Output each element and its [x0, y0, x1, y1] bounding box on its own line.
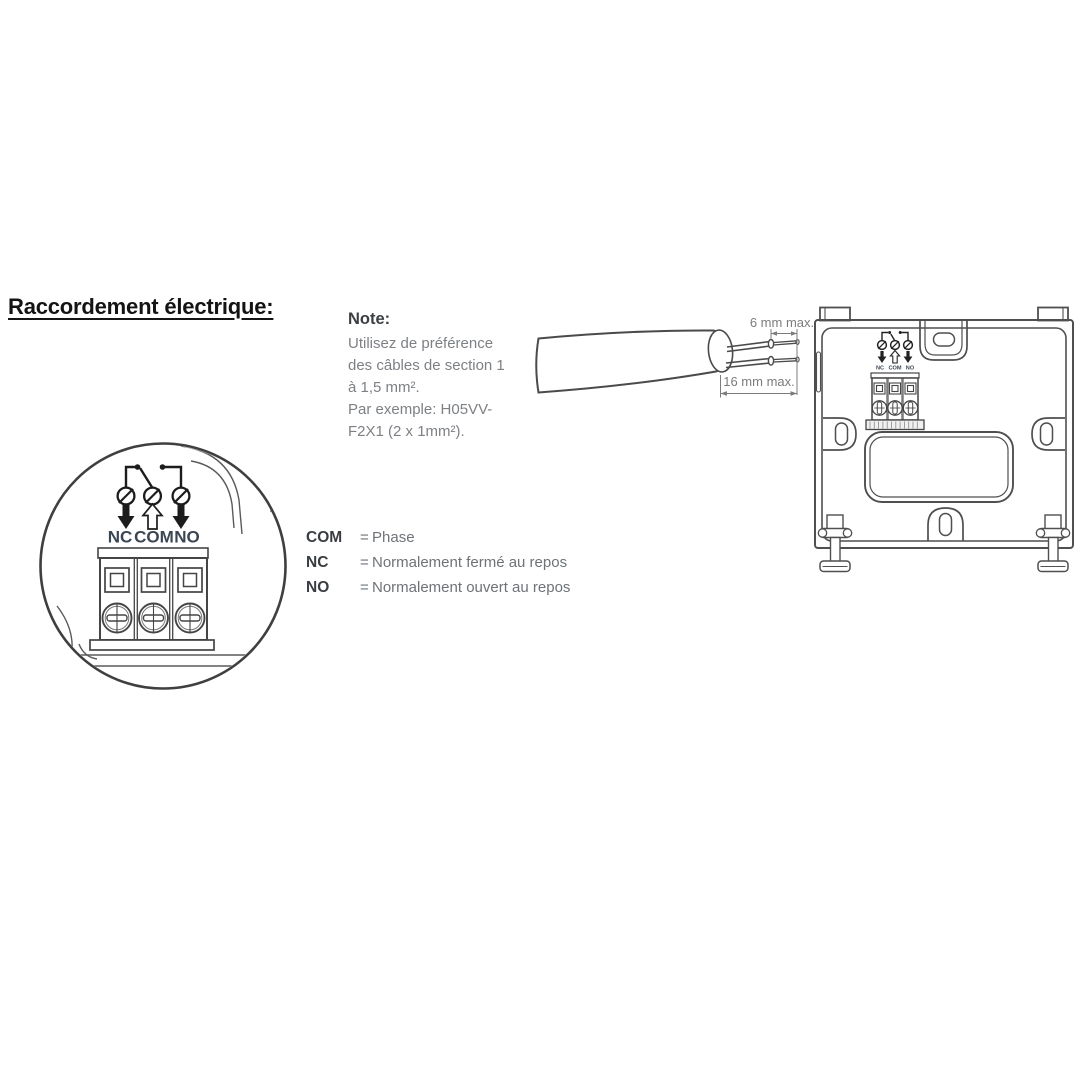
note-body: Utilisez de préférence des câbles de sec… [348, 335, 505, 440]
legend-desc: Normalement ouvert au repos [372, 579, 571, 596]
no-arrow-down-icon [172, 505, 190, 529]
clamp-screw-left [817, 514, 853, 573]
terminal-block [89, 547, 215, 651]
no-contact-dot [159, 464, 166, 470]
dimension-annotations: 6 mm max. 16 mm max. [720, 315, 814, 398]
mini-com-label: COM [888, 366, 901, 372]
sheath-dimension-label: 16 mm max. [723, 374, 795, 389]
center-opening [864, 431, 1014, 503]
legend-term: COM [306, 529, 343, 546]
right-flange [1031, 417, 1065, 451]
relay-schematic [116, 464, 191, 530]
plate-inner-frame [821, 327, 1067, 542]
clamp-screw-right [1035, 514, 1071, 573]
block-screws [101, 602, 206, 634]
nc-label: NC [108, 528, 133, 547]
note-heading: Note: [348, 310, 391, 328]
equals-sign: = [360, 579, 369, 596]
mini-terminal-block [865, 372, 925, 431]
bottom-flange [927, 507, 964, 541]
note-block: Note: Utilisez de préférence des câbles … [348, 310, 534, 443]
left-oval-hole [834, 422, 849, 446]
com-arrow-up-icon [141, 502, 164, 530]
edge-groove [815, 351, 822, 393]
right-oval-hole [1039, 422, 1054, 446]
left-flange [823, 417, 857, 451]
cable-wires [725, 338, 800, 369]
legend-desc: Phase [372, 529, 415, 546]
legend-row-nc: NC = Normalement fermé au repos [306, 554, 570, 579]
legend-term: NO [306, 579, 330, 596]
wall-plate-diagram: NC COM NO [814, 306, 1074, 573]
legend-term: NC [306, 554, 329, 571]
nc-arrow-down-icon [117, 505, 135, 529]
strip-dimension-label: 6 mm max. [750, 315, 814, 330]
top-cable-hood [919, 320, 968, 361]
com-label: COM [134, 528, 174, 547]
equals-sign: = [360, 554, 369, 571]
bottom-oval-hole [938, 512, 953, 537]
no-label: NO [174, 528, 200, 547]
cable-jacket [535, 329, 734, 394]
mini-nc-label: NC [876, 366, 884, 372]
plate-outer-frame [814, 319, 1074, 549]
mini-no-label: NO [906, 366, 915, 372]
block-base-bar [865, 419, 925, 431]
terminal-detail-inset: NC COM NO [39, 442, 287, 690]
top-oval-hole [932, 332, 956, 347]
legend-row-no: NO = Normalement ouvert au repos [306, 579, 570, 604]
legend-desc: Normalement fermé au repos [372, 554, 568, 571]
equals-sign: = [360, 529, 369, 546]
mini-relay-schematic: NC COM NO [876, 331, 915, 372]
legend-row-com: COM = Phase [306, 529, 570, 554]
cable-prep-diagram: 6 mm max. 16 mm max. [535, 315, 814, 398]
section-title: Raccordement électrique: [8, 294, 274, 319]
nc-contact-dot [134, 464, 141, 470]
terminal-legend: COM = Phase NC = Normalement fermé au re… [306, 529, 570, 604]
